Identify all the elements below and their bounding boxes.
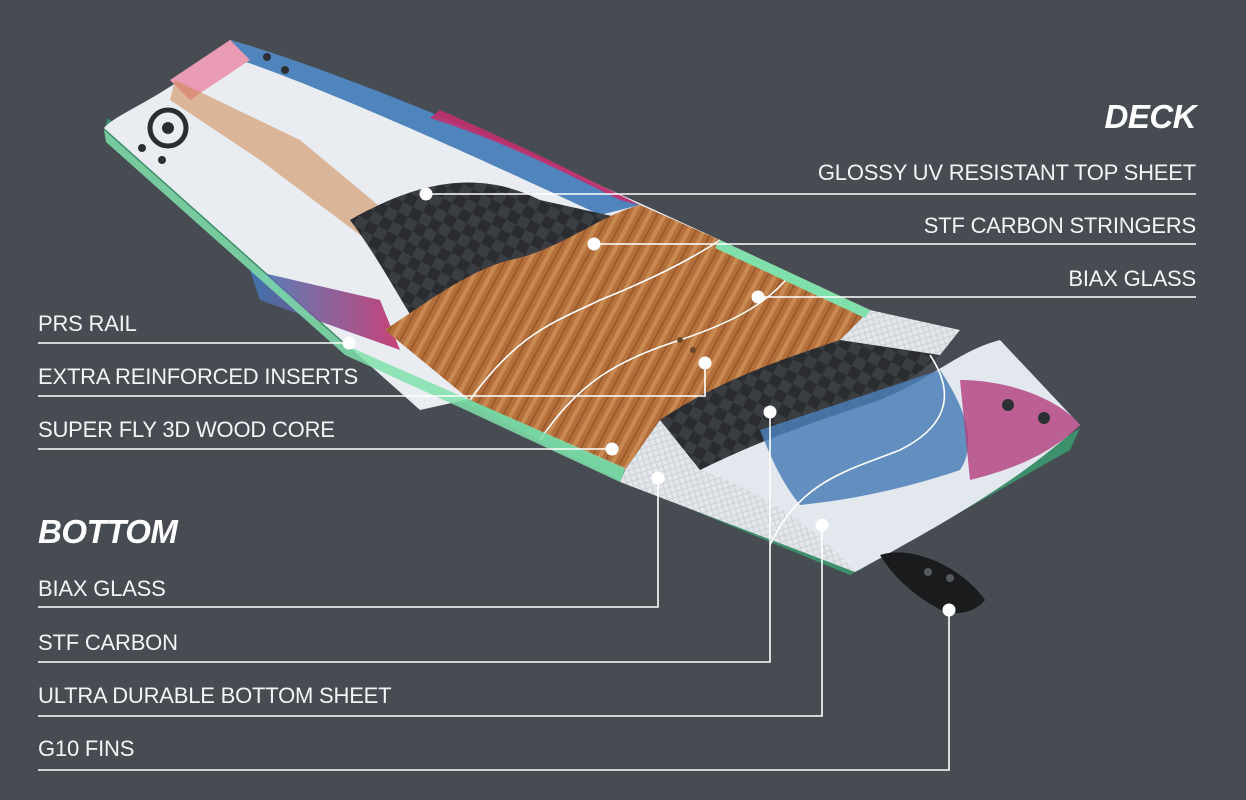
label-stf-carbon-stringers: STF CARBON STRINGERS bbox=[923, 213, 1196, 238]
callout-dot bbox=[587, 237, 601, 251]
deck-stripe-pink bbox=[170, 40, 250, 100]
deck-heading: DECK bbox=[1104, 98, 1196, 135]
callout-dot bbox=[419, 187, 433, 201]
callout-dot bbox=[342, 336, 356, 350]
leader-bottom-glass bbox=[38, 478, 659, 608]
prs-rail-highlight bbox=[104, 130, 625, 482]
deck-stripe-magenta bbox=[430, 110, 640, 205]
wood-core bbox=[385, 205, 870, 470]
prs-rail-tip-highlight bbox=[715, 240, 870, 318]
bottom-sheet-contour bbox=[769, 354, 946, 546]
label-stf-carbon: STF CARBON bbox=[38, 630, 178, 655]
insert-icon bbox=[677, 337, 683, 343]
leader-bottom-sheet bbox=[38, 525, 823, 717]
leader-bottom-carbon bbox=[38, 412, 771, 663]
kiteboard-illustration bbox=[104, 40, 1080, 614]
label-prs-rail: PRS RAIL bbox=[38, 311, 137, 336]
bottom-glass-tip bbox=[840, 310, 960, 355]
insert-icon bbox=[281, 66, 289, 74]
label-deck-biax-glass: BIAX GLASS bbox=[1068, 266, 1196, 291]
bottom-sheet-graphic-blue bbox=[760, 370, 969, 505]
logo-mark-inner-icon bbox=[162, 122, 174, 134]
deck-stripe-blue bbox=[230, 40, 640, 215]
callout-dot bbox=[942, 603, 956, 617]
label-g10-fins: G10 FINS bbox=[38, 736, 135, 761]
insert-icon bbox=[263, 53, 271, 61]
insert-icon bbox=[158, 156, 166, 164]
leader-lines bbox=[38, 193, 1196, 771]
callout-dot bbox=[651, 471, 665, 485]
logo-mark-icon bbox=[147, 107, 189, 149]
bottom-sheet-graphic-magenta bbox=[960, 380, 1080, 480]
callout-dot bbox=[751, 290, 765, 304]
leader-fins bbox=[38, 610, 950, 771]
callout-dot bbox=[815, 518, 829, 532]
insert-icon bbox=[1002, 399, 1014, 411]
fin-screw-icon bbox=[924, 568, 932, 576]
label-wood-core: SUPER FLY 3D WOOD CORE bbox=[38, 417, 335, 442]
fin-screw-icon bbox=[946, 574, 954, 582]
label-bottom-sheet: ULTRA DURABLE BOTTOM SHEET bbox=[38, 683, 392, 708]
g10-fin-icon bbox=[880, 552, 985, 614]
wood-core-contour-1 bbox=[469, 239, 721, 401]
deck-stripe-tail bbox=[250, 270, 400, 350]
label-extra-reinforced-inserts: EXTRA REINFORCED INSERTS bbox=[38, 364, 358, 389]
insert-icon bbox=[1038, 412, 1050, 424]
label-glossy-top-sheet: GLOSSY UV RESISTANT TOP SHEET bbox=[817, 160, 1196, 185]
callout-dot bbox=[698, 356, 712, 370]
label-bottom-biax-glass: BIAX GLASS bbox=[38, 576, 166, 601]
insert-icon bbox=[138, 144, 146, 152]
bottom-heading: BOTTOM bbox=[38, 513, 178, 550]
insert-icon bbox=[690, 347, 696, 353]
bottom-carbon bbox=[660, 340, 940, 470]
bottom-glass bbox=[620, 420, 855, 572]
callout-dot bbox=[605, 442, 619, 456]
callout-dots bbox=[342, 187, 956, 617]
deck-stripe-orange bbox=[170, 80, 420, 250]
leader-inserts bbox=[38, 363, 706, 397]
callout-dot bbox=[763, 405, 777, 419]
